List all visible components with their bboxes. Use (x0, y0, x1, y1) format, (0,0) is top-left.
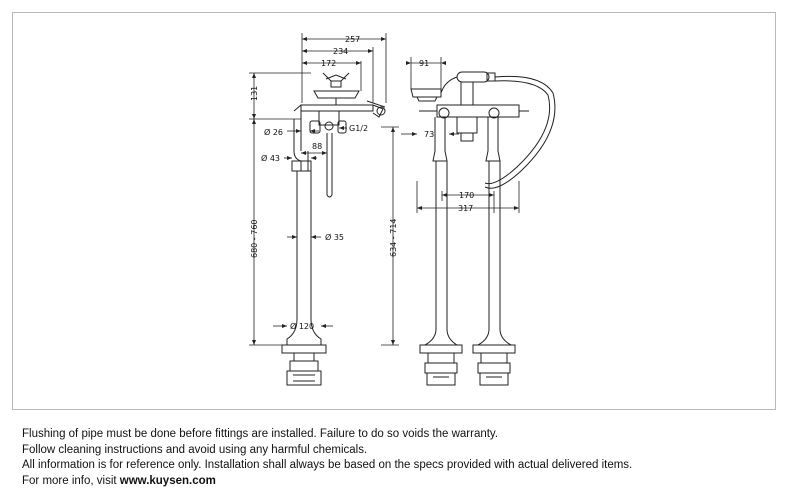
dim-height-680-760: 680 - 760 (250, 219, 259, 258)
note-line-reference: All information is for reference only. I… (22, 459, 633, 471)
dim-91: 91 (419, 59, 429, 68)
note-line-more-info: For more info, visit www.kuysen.com (22, 474, 782, 490)
dim-170: 170 (459, 191, 474, 200)
note-line-cleaning: Follow cleaning instructions and avoid u… (22, 443, 368, 456)
dim-172: 172 (321, 59, 336, 68)
dim-dia-26: Ø 26 (264, 127, 283, 137)
dim-g12: G1/2 (349, 124, 368, 133)
technical-drawing-frame: 257 234 172 91 131 Ø 26 G1/2 88 Ø 43 73 … (12, 12, 776, 410)
dim-73: 73 (424, 130, 434, 139)
dim-dia-35: Ø 35 (325, 232, 344, 242)
dim-317: 317 (458, 204, 473, 213)
dim-height-634-714: 634 - 714 (389, 218, 398, 257)
front-view-dimension-lines (401, 57, 520, 213)
installation-notes: Flushing of pipe must be done before fit… (22, 427, 782, 489)
dim-dia-120: Ø 120 (290, 321, 314, 331)
dim-234: 234 (333, 47, 348, 56)
front-view-arrowheads (406, 61, 519, 210)
dim-88: 88 (312, 142, 322, 151)
side-view-dimension-lines (249, 33, 399, 346)
technical-drawing: 257 234 172 91 131 Ø 26 G1/2 88 Ø 43 73 … (249, 33, 556, 386)
note-line-flushing: Flushing of pipe must be done before fit… (22, 428, 499, 440)
front-view-faucet (410, 71, 556, 386)
dim-257: 257 (345, 35, 360, 44)
side-view-arrowheads (252, 37, 395, 345)
more-info-prefix: For more info, visit (22, 474, 120, 487)
dim-dia-43: Ø 43 (261, 153, 280, 163)
website-link[interactable]: www.kuysen.com (119, 474, 216, 487)
dim-131: 131 (250, 86, 259, 101)
side-view-faucet (281, 72, 386, 386)
